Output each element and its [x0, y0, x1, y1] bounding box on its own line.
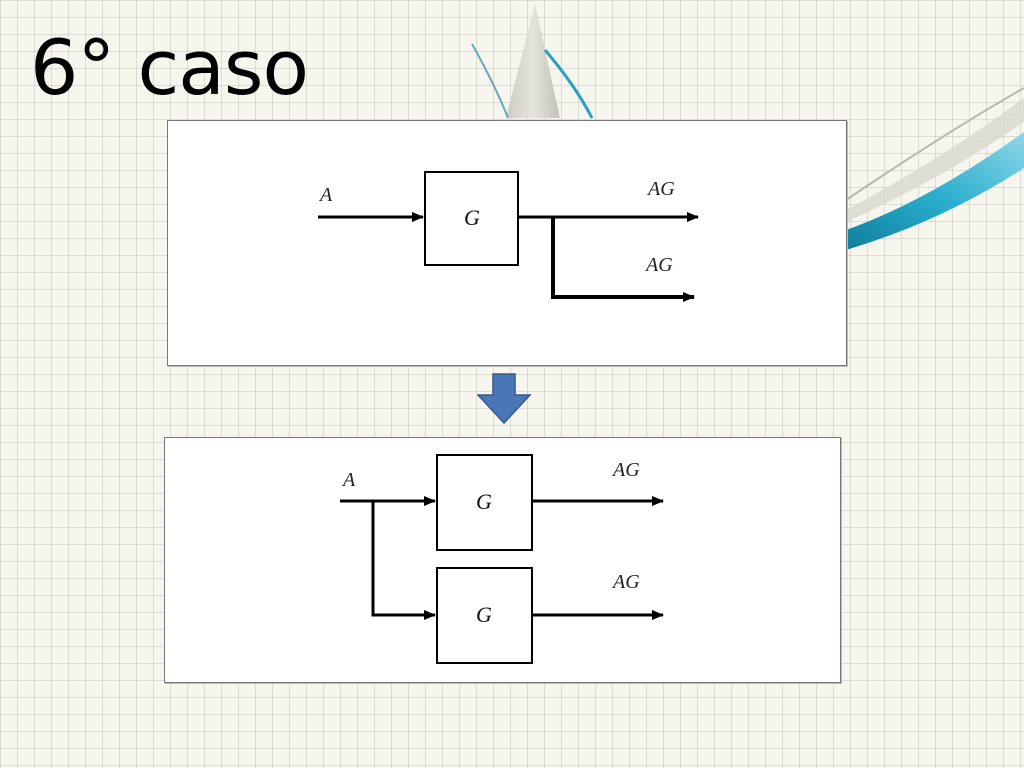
output-label-2: AG — [611, 571, 640, 593]
diagram-after: A G AG G AG — [340, 454, 664, 664]
block-g-1 — [436, 454, 533, 551]
slide-title: 6° caso — [30, 23, 309, 112]
input-label: A — [341, 469, 356, 491]
block-label-2: G — [476, 602, 492, 627]
block-g — [424, 171, 519, 266]
down-arrow-icon — [477, 373, 532, 425]
input-label: A — [318, 184, 333, 206]
branch-line — [371, 501, 436, 620]
output-label-1: AG — [646, 178, 675, 200]
diagram-before-panel: A G AG AG — [167, 120, 847, 366]
diagram-before: A G AG AG — [318, 171, 699, 302]
output-label-1: AG — [611, 459, 640, 481]
branch-line — [551, 217, 695, 302]
block-label-1: G — [476, 489, 492, 514]
diagram-after-panel: A G AG G AG — [164, 437, 841, 683]
block-label: G — [464, 205, 480, 230]
output-label-2: AG — [644, 254, 673, 276]
